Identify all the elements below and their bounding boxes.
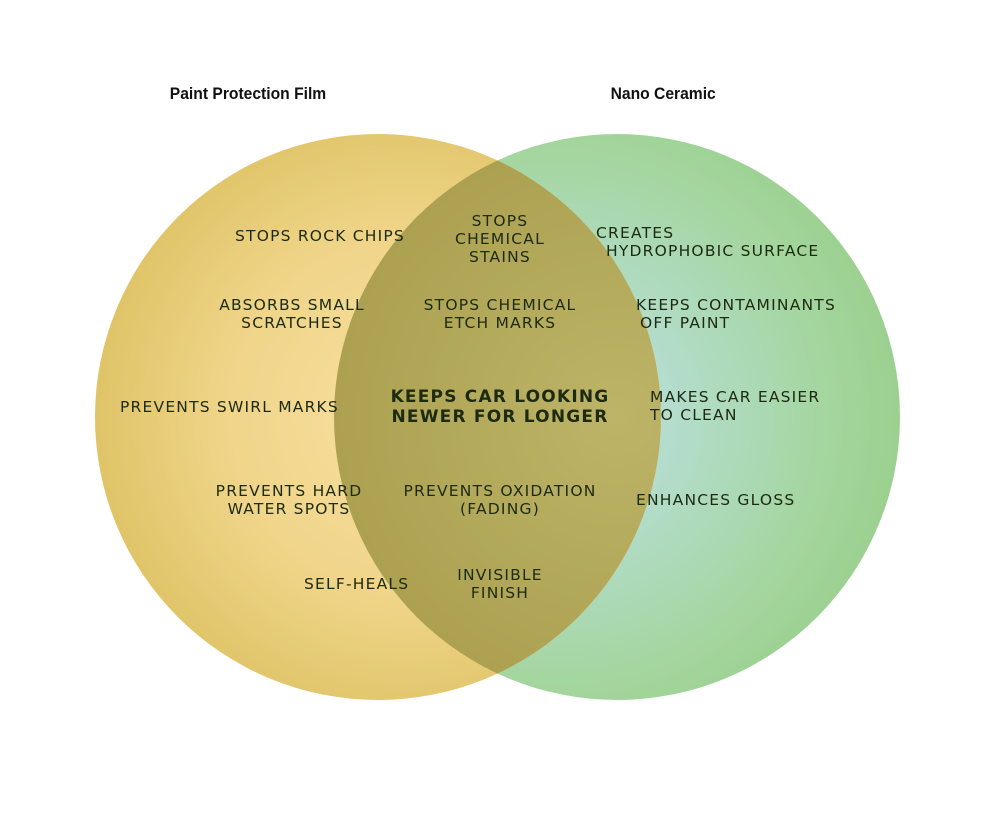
left-set-title: Paint Protection Film (169, 84, 327, 103)
overlap-region (334, 134, 661, 700)
overlap-item-newer-for-longer: KEEPS CAR LOOKING NEWER FOR LONGER (390, 387, 610, 427)
overlap-item-etch-marks: STOPS CHEMICAL ETCH MARKS (423, 296, 577, 332)
overlap-item-chemical-stains: STOPS CHEMICAL STAINS (455, 212, 545, 266)
left-item-rock-chips: STOPS ROCK CHIPS (235, 227, 405, 245)
left-item-swirl-marks: PREVENTS SWIRL MARKS (120, 398, 339, 416)
right-item-easier-to-clean: MAKES CAR EASIER TO CLEAN (650, 388, 821, 424)
left-item-small-scratches: ABSORBS SMALL SCRATCHES (219, 296, 365, 332)
overlap-item-oxidation: PREVENTS OXIDATION (FADING) (403, 482, 597, 518)
overlap-item-invisible-finish: INVISIBLE FINISH (457, 566, 543, 602)
right-item-contaminants: KEEPS CONTAMINANTS OFF PAINT (636, 296, 836, 332)
left-item-hard-water-spots: PREVENTS HARD WATER SPOTS (215, 482, 363, 518)
right-set-title: Nano Ceramic (610, 84, 716, 103)
left-item-self-heals: SELF-HEALS (304, 575, 410, 593)
right-item-enhances-gloss: ENHANCES GLOSS (636, 491, 796, 509)
right-item-hydrophobic: CREATES HYDROPHOBIC SURFACE (596, 224, 820, 260)
